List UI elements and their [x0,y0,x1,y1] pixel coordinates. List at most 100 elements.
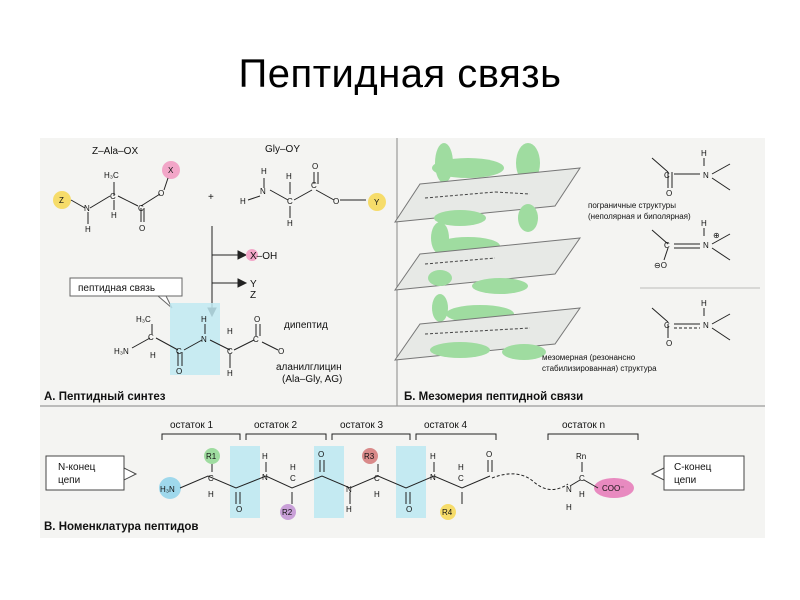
residue-1: остаток 1 [170,420,214,431]
boundary-line2: (неполярная и биполярная) [588,212,691,221]
svg-text:O: O [139,224,145,233]
svg-text:N: N [201,335,207,344]
c-terminus-line1: С-конец [674,462,712,473]
side-chain-r2: R2 [282,508,293,517]
group-z-marker [53,191,71,209]
svg-text:H: H [287,219,293,228]
residue-highlights [230,446,426,518]
group-z-label: Z [59,196,64,205]
panel-b-caption: Б. Мезомерия пептидной связи [404,391,583,403]
byproduct-y: Y [250,279,257,290]
group-x-label: X [168,166,174,175]
svg-text:H: H [227,327,233,336]
svg-text:N: N [84,204,90,213]
svg-text:H: H [111,211,117,220]
svg-text:H: H [85,225,91,234]
svg-text:N: N [260,187,266,196]
svg-text:C: C [110,192,116,201]
svg-text:O: O [158,189,164,198]
meso-line1: мезомерная (резонансно [542,353,636,362]
r4-marker [440,504,456,520]
svg-text:O: O [236,505,242,514]
residue-n: остаток n [562,420,605,431]
svg-text:N: N [430,473,436,482]
svg-text:H₃C: H₃C [136,315,151,324]
svg-text:H₃N: H₃N [160,485,175,494]
svg-text:O: O [254,315,260,324]
svg-text:H: H [201,315,207,324]
svg-text:⊕: ⊕ [713,231,720,240]
svg-text:O: O [278,347,284,356]
svg-text:C: C [287,197,293,206]
svg-text:H: H [286,172,292,181]
svg-text:H₃C: H₃C [104,171,119,180]
panel-c-caption: В. Номенклатура пептидов [44,521,198,533]
panel-a-caption: А. Пептидный синтез [44,391,166,403]
peptide-bond-callout-text: пептидная связь [78,283,155,294]
svg-text:C: C [253,335,259,344]
svg-text:C: C [227,347,233,356]
svg-text:O: O [333,197,339,206]
svg-text:O: O [486,450,492,459]
svg-text:C: C [579,474,585,483]
svg-text:C: C [138,204,144,213]
svg-text:C: C [374,474,380,483]
n-terminus-box [45,455,125,491]
dipeptide-skeleton [131,324,279,368]
svg-text:O: O [318,450,324,459]
svg-text:H: H [240,197,246,206]
resonance-structures [651,157,731,341]
svg-text:O: O [312,162,318,171]
svg-text:H: H [566,503,572,512]
peptide-bond-callout: пептидная связь [69,277,183,309]
svg-text:C: C [208,474,214,483]
panel-c: остаток 1 остаток 2 остаток 3 остаток 4 … [44,420,745,533]
dipeptide-label: дипептид [284,320,328,331]
svg-text:N: N [262,473,268,482]
svg-text:C: C [664,171,670,180]
residue-4: остаток 4 [424,420,468,431]
plus-sign: + [208,192,214,203]
svg-text:H₃N: H₃N [114,347,129,356]
svg-text:H: H [227,369,233,378]
residue-brackets [161,433,639,440]
svg-text:C: C [664,321,670,330]
product-name: аланилглицин [276,362,342,373]
group-x-marker [162,161,180,179]
svg-text:H: H [701,149,707,158]
svg-text:H: H [208,490,214,499]
panel-b: C N H O C N H ⊖O ⊕ C N H O пограничные с… [393,143,760,403]
n-terminus-line1: N-конец [58,462,96,473]
byproduct-xoh: X–OH [250,251,277,262]
panel-a: Z–Ala–OX Gly–OY + X Z H₃C C N H H C O [44,144,386,403]
coo-marker [594,478,634,498]
c-terminus-line2: цепи [674,475,696,486]
n-terminus-line2: цепи [58,475,80,486]
svg-text:H: H [430,452,436,461]
peptide-backbone [179,460,599,504]
reactant1-skeleton [70,177,169,224]
peptide-diagram: Z–Ala–OX Gly–OY + X Z H₃C C N H H C O [40,138,765,533]
r1-marker [204,448,220,464]
svg-text:H: H [261,167,267,176]
svg-text:O: O [176,367,182,376]
svg-text:C: C [176,347,182,356]
reaction-arrows [207,226,248,318]
side-chain-r3: R3 [364,452,375,461]
svg-text:H: H [701,299,707,308]
svg-text:C: C [311,181,317,190]
svg-text:H: H [262,452,268,461]
svg-text:H: H [458,463,464,472]
r3-marker [362,448,378,464]
coo-label: COO⁻ [602,484,624,493]
svg-text:O: O [666,189,672,198]
residue-3: остаток 3 [340,420,384,431]
orbital-plane-2 [393,222,582,294]
reactant1-name: Z–Ala–OX [92,146,138,157]
svg-text:C: C [458,474,464,483]
n-terminus-marker [159,477,181,499]
svg-text:N: N [703,241,709,250]
svg-text:H: H [579,490,585,499]
orbital-plane-3 [393,294,582,361]
byproduct-z: Z [250,290,256,301]
